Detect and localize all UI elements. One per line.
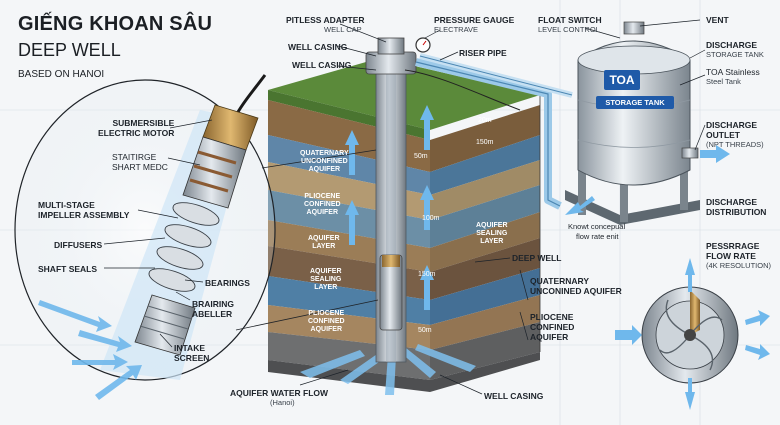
- aquifer-water-flow: [300, 344, 476, 395]
- label-diffusers: DIFFUSERS: [54, 240, 103, 250]
- title-vietnamese: GIẾNG KHOAN SÂU: [18, 13, 213, 35]
- label-toa-stainless: TOA Stainless Steel Tank: [706, 67, 760, 86]
- label-multistage-impeller: MULTI-STAGE IMPELLER ASSEMBLY: [38, 200, 130, 220]
- label-float-switch: FLOAT SWITCH LEVEL CONTROL: [538, 15, 602, 34]
- label-discharge-outlet: DISCHARGE OUTLET (NPT threads): [706, 120, 764, 149]
- label-pressure-gauge: PRESSURE GAUGE ELECTRAVE: [434, 15, 515, 34]
- label-shaft-seals: SHAFT SEALS: [38, 264, 98, 274]
- depth-20m: 20m: [478, 117, 492, 124]
- depth-50m-bottom: 50m: [418, 327, 432, 334]
- depth-150m: 150m: [418, 271, 436, 278]
- well-cap: [377, 37, 405, 55]
- layer-aquifer-sealing-right: AQUIFER SEALING LAYER: [476, 222, 508, 245]
- label-well-casing-bottom: WELL CASING: [484, 391, 544, 401]
- intake-arrows: [38, 300, 142, 400]
- label-staitirge: STAITIRGE SHART MEDC: [112, 152, 168, 172]
- label-pitless-adapter: PITLESS ADAPTER WELL CAP: [286, 15, 365, 34]
- label-pessrage-flow-rate: PESSRRAGE FLOW RATE (4K resolution): [706, 241, 772, 270]
- layer-aquifer-layer: AQUIFER LAYER: [308, 235, 340, 250]
- label-bearings: BEARINGS: [205, 278, 250, 288]
- storage-tank: [565, 21, 700, 225]
- discharge-outlet: [681, 147, 699, 159]
- label-submersible-motor: SUBMERSIBLE ELECTRIC MOTOR: [98, 118, 175, 138]
- tank-name: STORAGE TANK: [605, 98, 665, 107]
- label-well-casing-1: WELL CASING: [288, 42, 348, 52]
- label-deep-well: DEEP WELL: [512, 253, 562, 263]
- well-flow-arrows: [345, 105, 434, 310]
- label-discharge-storage: DISCHARGE STORAGE TANK: [706, 40, 764, 59]
- label-aquifer-water-flow: AQUIFER WATER FLOW (Hanoi): [230, 388, 329, 407]
- depth-150m-top: 150m: [476, 139, 494, 146]
- label-knowt-flow: Knowt concepual flow rate enit: [568, 222, 626, 241]
- title-english: DEEP WELL: [18, 40, 121, 60]
- pump-cutaway: [134, 74, 267, 356]
- label-pliocene-aquifer: PLIOCENE CONFINED AQUIFER: [530, 312, 575, 342]
- label-well-casing-2: WELL CASING: [292, 60, 352, 70]
- leader-lines: [103, 19, 706, 395]
- tank-brand: TOA: [609, 73, 635, 87]
- label-vent: VENT: [706, 15, 729, 25]
- discharge-arrows: [565, 145, 730, 215]
- label-discharge-distribution: DISCHARGE DISTRIBUTION: [706, 197, 767, 217]
- layer-quaternary-unconfined: QUATERNARY UNCONFINED AQUIFER: [300, 150, 349, 173]
- layer-pliocene-confined: PLIOCENE CONFINED AQUIFER: [304, 193, 341, 216]
- label-brairing-abeller: BRAIRING ABELLER: [192, 299, 235, 319]
- depth-100m: 100m: [422, 215, 440, 222]
- impeller-flow-arrows: [615, 258, 770, 410]
- flow-impeller: [641, 286, 739, 384]
- label-riser-pipe: RISER PIPE: [459, 48, 507, 58]
- label-intake-screen: INTAKE SCREEN: [174, 343, 210, 363]
- subtitle-location: BASED ON HANOI: [18, 69, 105, 80]
- layer-aquifer-sealing: AQUIFER SEALING LAYER: [310, 268, 342, 291]
- label-quaternary-aquifer: QUATERNARY UNCONINED AQUIFER: [530, 276, 622, 296]
- layer-pliocene-confined-lower: PLIOCENE CONFINED AQUIFER: [308, 310, 345, 333]
- depth-50m-top: 50m: [414, 153, 428, 160]
